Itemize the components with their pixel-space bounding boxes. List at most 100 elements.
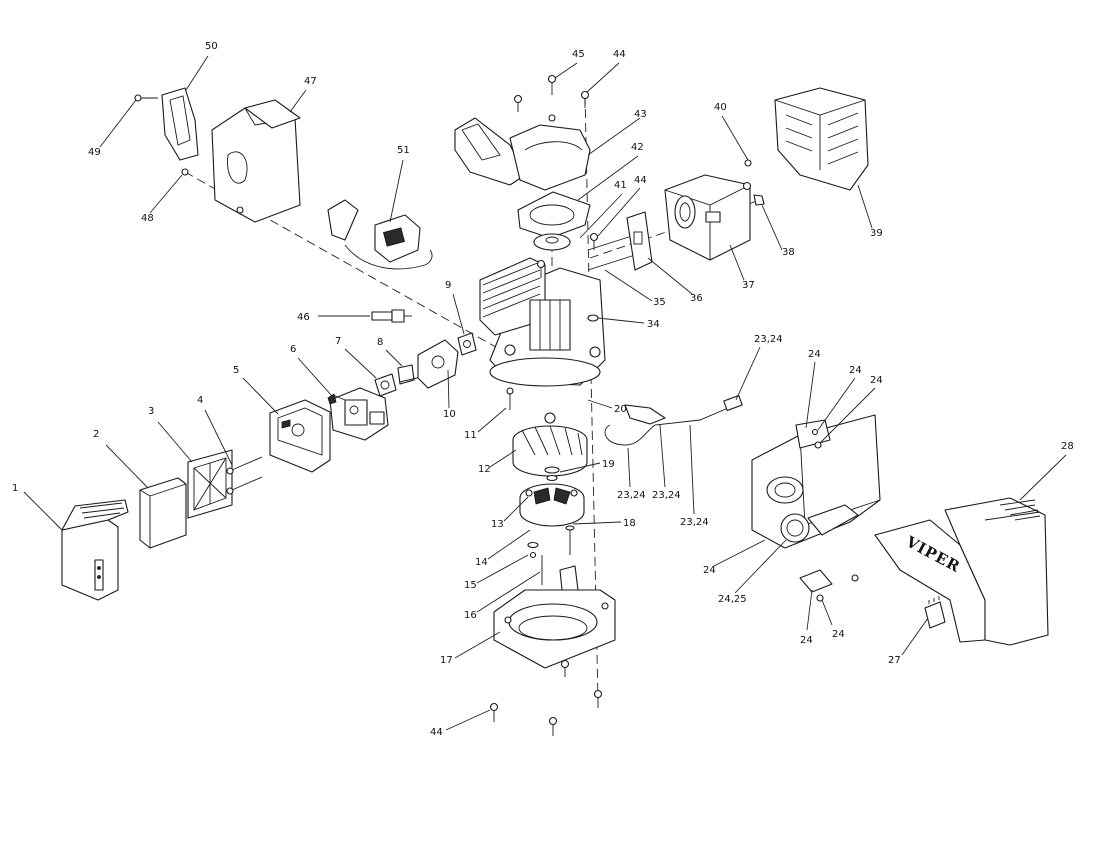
leader-line-c47 (289, 89, 307, 113)
callout-label-c15: 15 (464, 580, 477, 591)
leader-line-c48 (149, 174, 183, 214)
part-clutch (519, 483, 585, 527)
callout-label-c36: 36 (690, 293, 703, 304)
leader-line-c18 (572, 521, 622, 525)
leader-line-c23a (735, 346, 761, 401)
leader-line-c24f (821, 599, 833, 626)
leader-line-c10 (447, 369, 450, 409)
part-washer-and-shaft (527, 525, 575, 585)
callout-label-c24e: 24 (800, 635, 813, 646)
callout-label-c4: 4 (197, 395, 203, 406)
callout-label-c24f: 24 (832, 629, 845, 640)
leader-line-c24a (805, 361, 816, 429)
leader-line-c45 (554, 62, 578, 79)
part-carb-gasket (374, 373, 397, 397)
part-ignition-coil (327, 199, 433, 270)
leader-line-c5 (242, 377, 279, 415)
leader-line-c7 (344, 348, 377, 379)
part-filter-base (269, 399, 331, 473)
callout-label-c2425: 24,25 (718, 594, 747, 605)
leader-line-c23c (659, 424, 666, 488)
leader-line-c4 (204, 409, 233, 466)
callout-label-c12: 12 (478, 464, 491, 475)
part-filter-grille (187, 449, 233, 519)
leader-line-c27 (901, 617, 929, 656)
leader-line-c37 (729, 244, 745, 281)
part-intake-manifold (417, 339, 459, 389)
callout-label-c44a: 44 (634, 175, 647, 186)
callout-label-c6: 6 (290, 344, 296, 355)
callout-label-c43: 43 (634, 109, 647, 120)
leader-line-c34 (597, 317, 645, 324)
callout-label-c8: 8 (377, 337, 383, 348)
callout-label-c37: 37 (742, 280, 755, 291)
leader-line-c41 (579, 193, 623, 239)
callout-label-c7: 7 (335, 336, 341, 347)
callout-label-c20: 20 (614, 404, 627, 415)
callout-label-c24a: 24 (808, 349, 821, 360)
leader-line-c49 (99, 99, 137, 148)
part-engine-cover-viper: VIPER (874, 497, 1049, 646)
part-insulator (397, 364, 426, 385)
leader-line-c16 (476, 571, 541, 613)
callout-label-c14: 14 (475, 557, 488, 568)
leader-line-c9 (452, 293, 465, 335)
callout-label-c23a: 23,24 (754, 334, 783, 345)
part-throttle-switch (924, 596, 946, 629)
part-engine-block (479, 257, 606, 387)
callout-label-c17: 17 (440, 655, 453, 666)
callout-label-c48: 48 (141, 213, 154, 224)
callout-label-c16: 16 (464, 610, 477, 621)
part-small-fasteners (799, 569, 859, 602)
leader-line-c2 (105, 444, 149, 489)
leader-line-c51 (389, 159, 404, 223)
leader-line-c28 (1019, 454, 1067, 501)
callout-label-c24d: 24 (703, 565, 716, 576)
callout-label-c35: 35 (653, 297, 666, 308)
callout-label-c3: 3 (148, 406, 154, 417)
leader-line-c35 (604, 269, 653, 302)
callout-label-c44c: 44 (430, 727, 443, 738)
leader-line-c17 (454, 631, 501, 659)
callout-label-c11: 11 (464, 430, 477, 441)
part-bottom-bolts (489, 659, 603, 736)
callout-label-c1: 1 (12, 483, 18, 494)
leader-line-c2425 (734, 539, 787, 594)
leader-line-c36 (647, 257, 693, 295)
leader-line-c40 (721, 115, 749, 161)
callout-label-c46: 46 (297, 312, 310, 323)
part-carburetor (327, 387, 389, 441)
callout-label-c23d: 23,24 (680, 517, 709, 528)
part-air-filter-cover (61, 499, 129, 601)
part-clutch-housing (493, 565, 616, 669)
callout-label-c51: 51 (397, 145, 410, 156)
part-flywheel-nut (544, 466, 560, 482)
part-engine-shroud (211, 99, 301, 223)
leader-line-c1 (23, 491, 63, 531)
callout-label-c28: 28 (1061, 441, 1074, 452)
part-flywheel (512, 412, 588, 477)
leader-line-c24b (817, 377, 856, 431)
callout-label-c10: 10 (443, 409, 456, 420)
callout-label-c24c: 24 (870, 375, 883, 386)
callout-label-c39: 39 (870, 228, 883, 239)
part-spark-plug (371, 309, 412, 323)
callout-label-c27: 27 (888, 655, 901, 666)
part-throttle-cable (604, 395, 743, 446)
part-recoil-gasket (517, 191, 591, 239)
callout-label-c13: 13 (491, 519, 504, 530)
callout-label-c45: 45 (572, 49, 585, 60)
leader-line-c43 (587, 117, 641, 156)
part-starter-pulley (533, 233, 571, 251)
callout-label-c49: 49 (88, 147, 101, 158)
leader-line-c50 (185, 55, 209, 91)
part-top-bolts (513, 74, 599, 278)
part-cover-screws (134, 94, 189, 176)
callout-label-c9: 9 (445, 280, 451, 291)
callout-label-c41: 41 (614, 180, 627, 191)
leader-line-c20 (587, 399, 613, 409)
callout-label-c44b: 44 (613, 49, 626, 60)
callout-label-c50: 50 (205, 41, 218, 52)
part-filter-element (139, 477, 187, 549)
